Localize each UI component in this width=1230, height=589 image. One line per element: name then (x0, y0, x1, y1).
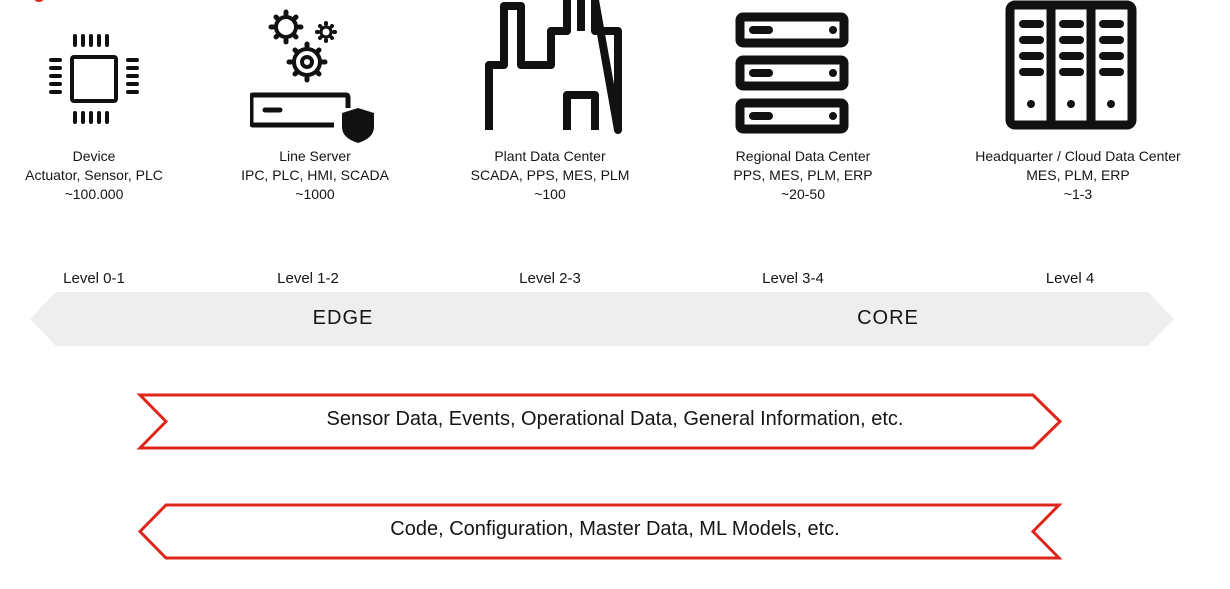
tier-systems: Actuator, Sensor, PLC (25, 167, 163, 183)
tier-systems: IPC, PLC, HMI, SCADA (241, 167, 389, 183)
tier-count: ~100 (534, 186, 566, 202)
server-rack-icon (735, 12, 849, 134)
tier-title: Line Server (279, 148, 351, 164)
level-label: Level 2-3 (519, 270, 581, 287)
datacenter-cabinets-icon (1005, 0, 1137, 130)
tier-caption: Plant Data Center SCADA, PPS, MES, PLM ~… (430, 147, 670, 204)
level-label: Level 0-1 (63, 270, 125, 287)
tier-systems: SCADA, PPS, MES, PLM (470, 167, 630, 183)
edge-label: EDGE (312, 307, 374, 329)
level-label: Level 3-4 (762, 270, 824, 287)
tier-count: ~100.000 (64, 186, 124, 202)
tier-systems: MES, PLM, ERP (1026, 167, 1130, 183)
tier-title: Headquarter / Cloud Data Center (975, 148, 1181, 164)
tier-caption: Line Server IPC, PLC, HMI, SCADA ~1000 (195, 147, 435, 204)
tier-count: ~1000 (295, 186, 335, 202)
red-corner-mark (33, 0, 45, 2)
tier-systems: PPS, MES, PLM, ERP (733, 167, 873, 183)
level-label: Level 4 (1045, 270, 1095, 287)
tier-caption: Device Actuator, Sensor, PLC ~100.000 (0, 147, 214, 204)
tier-caption: Regional Data Center PPS, MES, PLM, ERP … (683, 147, 923, 204)
tier-title: Plant Data Center (494, 148, 606, 164)
factory-icon (485, 0, 622, 134)
upstream-flow-label: Sensor Data, Events, Operational Data, G… (326, 408, 904, 430)
tier-count: ~1-3 (1063, 186, 1093, 202)
tier-title: Device (72, 148, 116, 164)
tier-count: ~20-50 (781, 186, 825, 202)
level-label: Level 1-2 (277, 270, 339, 287)
microchip-icon (49, 34, 139, 124)
core-label: CORE (857, 307, 919, 329)
downstream-flow-label: Code, Configuration, Master Data, ML Mod… (390, 518, 840, 540)
tier-caption: Headquarter / Cloud Data Center MES, PLM… (958, 147, 1198, 204)
tier-title: Regional Data Center (735, 148, 871, 164)
line-server-gears-shield-icon (250, 9, 374, 143)
